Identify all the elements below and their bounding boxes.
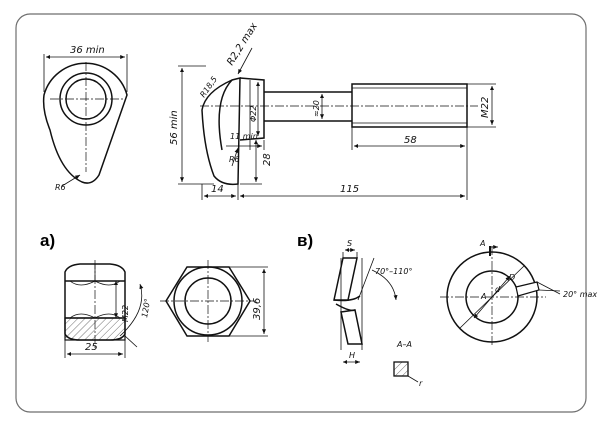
nut-top-view: 39,6: [160, 260, 268, 342]
section-marker-mid: A: [480, 292, 486, 301]
gap-angle-label: 20° max: [563, 290, 597, 299]
washer-height-label: H: [349, 351, 355, 360]
neck-length-label: 11 min: [230, 132, 258, 141]
neck-height-label: 28: [262, 153, 273, 166]
bolt-side-view: 56 min R2,2 max R18,5 Φ22 ≈20 M22 11 min…: [169, 21, 496, 200]
label-b: в): [297, 231, 313, 250]
washer-section: A–A r: [393, 340, 423, 388]
eye-radius-label: R6: [55, 183, 66, 192]
nut-height-label: 25: [85, 342, 98, 353]
section-label: A–A: [396, 340, 412, 349]
section-marker-top: A: [479, 239, 485, 248]
head-height-label: 56 min: [169, 110, 180, 145]
neck-diameter-label: Φ22: [249, 106, 258, 122]
washer-thickness-label: S: [347, 239, 352, 248]
head-thickness-label: 14: [211, 184, 224, 195]
nut-side-view: 25 M22 120°: [64, 260, 152, 358]
thread-length-label: 58: [404, 135, 417, 146]
washer-top-view: A A d D 20° max: [440, 239, 597, 346]
washer-side-view: S H 70°–110°: [333, 239, 412, 364]
across-flats-label: 39,6: [252, 298, 263, 320]
head-width-label: 36 min: [70, 45, 105, 56]
twist-angle-label: 70°–110°: [375, 267, 412, 276]
radius-small-label: R6: [229, 155, 240, 164]
body-diameter-label: ≈20: [312, 100, 321, 117]
label-a: a): [40, 231, 55, 250]
thread-label: M22: [480, 97, 491, 118]
section-corner-label: r: [419, 379, 423, 388]
sheet-frame: [15, 13, 587, 413]
outer-diameter-label: D: [509, 273, 515, 282]
inner-diameter-label: d: [495, 285, 501, 294]
nut-angle-label: 120°: [140, 298, 152, 319]
bolt-head-view: 36 min R6: [42, 45, 128, 192]
nut-thread-label: M22: [121, 305, 130, 322]
total-length-label: 115: [340, 184, 359, 195]
